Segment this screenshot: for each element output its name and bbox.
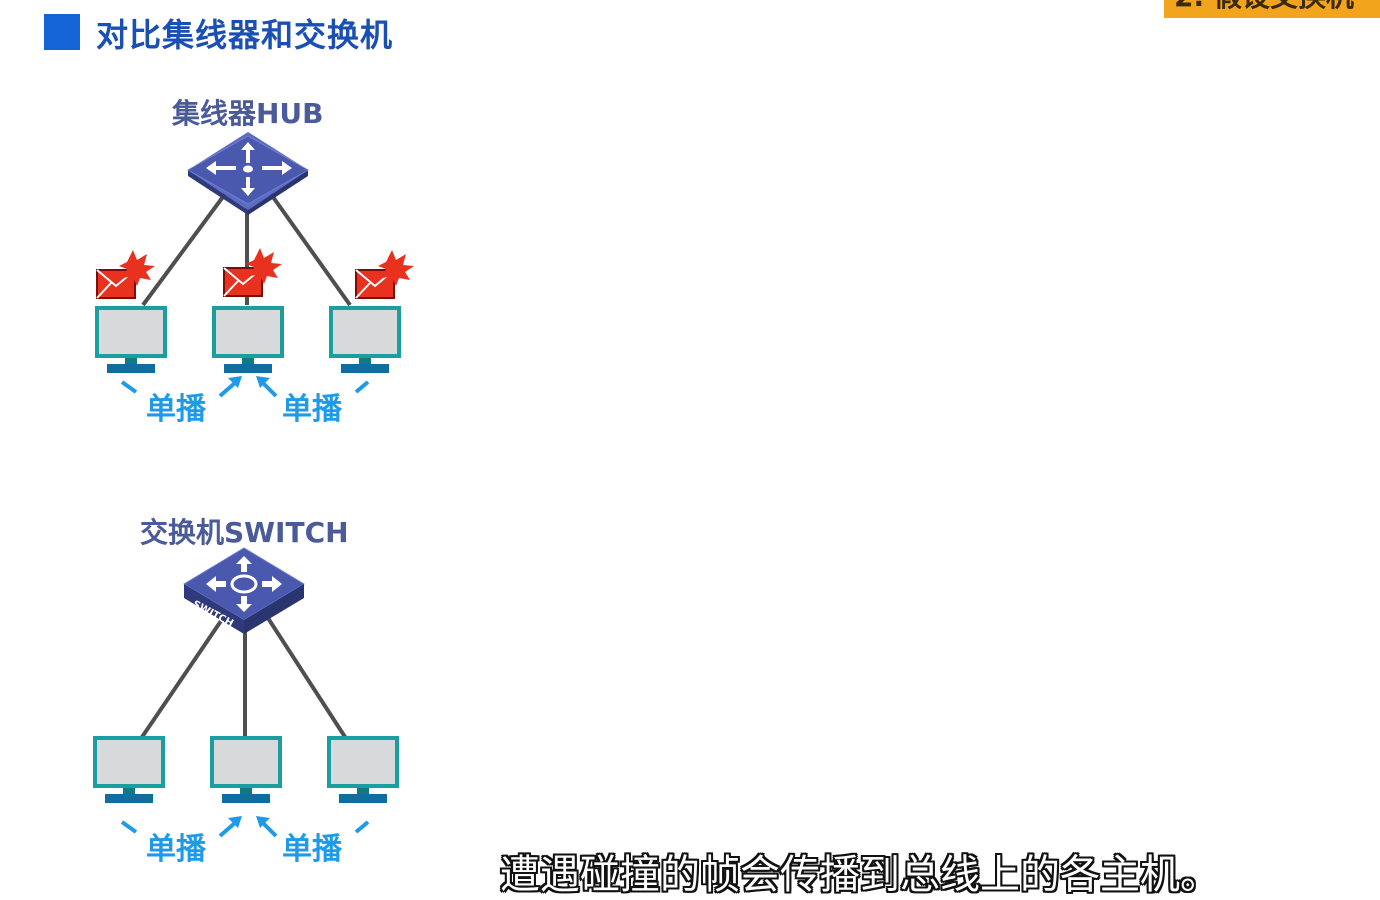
computer-icon — [210, 736, 282, 805]
hub-unicast-arrows — [120, 376, 370, 398]
computer-icon — [329, 306, 401, 375]
section-badge: 2. 假设交换机 — [1164, 0, 1380, 18]
computer-icon — [327, 736, 399, 805]
hub-unicast-right: 单播 — [282, 392, 343, 427]
hub-label: 集线器HUB — [172, 97, 324, 130]
hub-unicast-left: 单播 — [146, 392, 207, 427]
arrow-icon — [256, 816, 278, 838]
switch-links — [138, 613, 349, 742]
arrow-icon — [256, 376, 278, 398]
switch-unicast-right: 单播 — [282, 832, 343, 867]
computer-icon — [95, 306, 167, 375]
computer-icon — [212, 306, 284, 375]
envelope-icon — [96, 249, 156, 299]
switch-unicast-left: 单播 — [146, 832, 207, 867]
envelope-icon — [223, 247, 283, 297]
title-marker — [44, 14, 80, 50]
computer-icon — [93, 736, 165, 805]
switch-icon: SWITCH — [183, 547, 305, 634]
envelope-icon — [355, 249, 415, 299]
arrow-icon — [218, 816, 242, 838]
page-title: 对比集线器和交换机 — [96, 16, 394, 54]
hub-icon — [186, 132, 310, 215]
arrow-icon — [218, 376, 242, 398]
video-subtitle: 遭遇碰撞的帧会传播到总线上的各主机。 — [500, 852, 1220, 898]
switch-unicast-arrows — [120, 816, 370, 838]
switch-label: 交换机SWITCH — [140, 516, 349, 549]
